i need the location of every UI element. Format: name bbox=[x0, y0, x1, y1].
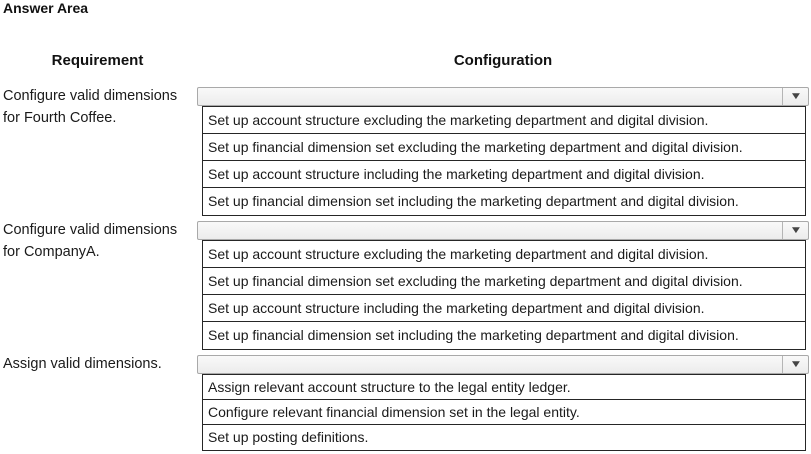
dropdown-assign-dimensions[interactable]: ▼ bbox=[197, 355, 809, 374]
option-item[interactable]: Set up posting definitions. bbox=[203, 425, 805, 450]
option-item[interactable]: Configure relevant financial dimension s… bbox=[203, 400, 805, 425]
option-item[interactable]: Set up account structure including the m… bbox=[203, 295, 805, 322]
option-item[interactable]: Set up account structure including the m… bbox=[203, 161, 805, 188]
page-title: Answer Area bbox=[3, 0, 89, 16]
requirement-label-fourth-coffee: Configure valid dimensions for Fourth Co… bbox=[3, 88, 178, 126]
option-item[interactable]: Set up financial dimension set excluding… bbox=[203, 268, 805, 295]
chevron-down-icon: ▼ bbox=[788, 90, 803, 102]
option-item[interactable]: Set up account structure excluding the m… bbox=[203, 107, 805, 134]
options-list-companya: Set up account structure excluding the m… bbox=[202, 240, 806, 350]
dropdown-arrow-button[interactable]: ▼ bbox=[782, 222, 808, 239]
dropdown-fourth-coffee[interactable]: ▼ bbox=[197, 87, 809, 106]
chevron-down-icon: ▼ bbox=[788, 224, 803, 236]
dropdown-arrow-button[interactable]: ▼ bbox=[782, 88, 808, 105]
options-list-fourth-coffee: Set up account structure excluding the m… bbox=[202, 106, 806, 216]
dropdown-companya[interactable]: ▼ bbox=[197, 221, 809, 240]
column-header-requirement: Requirement bbox=[51, 52, 144, 69]
option-item[interactable]: Set up financial dimension set including… bbox=[203, 188, 805, 215]
option-item[interactable]: Set up account structure excluding the m… bbox=[203, 241, 805, 268]
dropdown-arrow-button[interactable]: ▼ bbox=[782, 356, 808, 373]
option-item[interactable]: Set up financial dimension set excluding… bbox=[203, 134, 805, 161]
column-header-configuration: Configuration bbox=[453, 52, 553, 69]
requirement-label-assign-dimensions: Assign valid dimensions. bbox=[3, 356, 162, 372]
chevron-down-icon: ▼ bbox=[788, 358, 803, 370]
options-list-assign-dimensions: Assign relevant account structure to the… bbox=[202, 374, 806, 451]
option-item[interactable]: Assign relevant account structure to the… bbox=[203, 375, 805, 400]
option-item[interactable]: Set up financial dimension set including… bbox=[203, 322, 805, 349]
requirement-label-companya: Configure valid dimensions for CompanyA. bbox=[3, 222, 178, 260]
